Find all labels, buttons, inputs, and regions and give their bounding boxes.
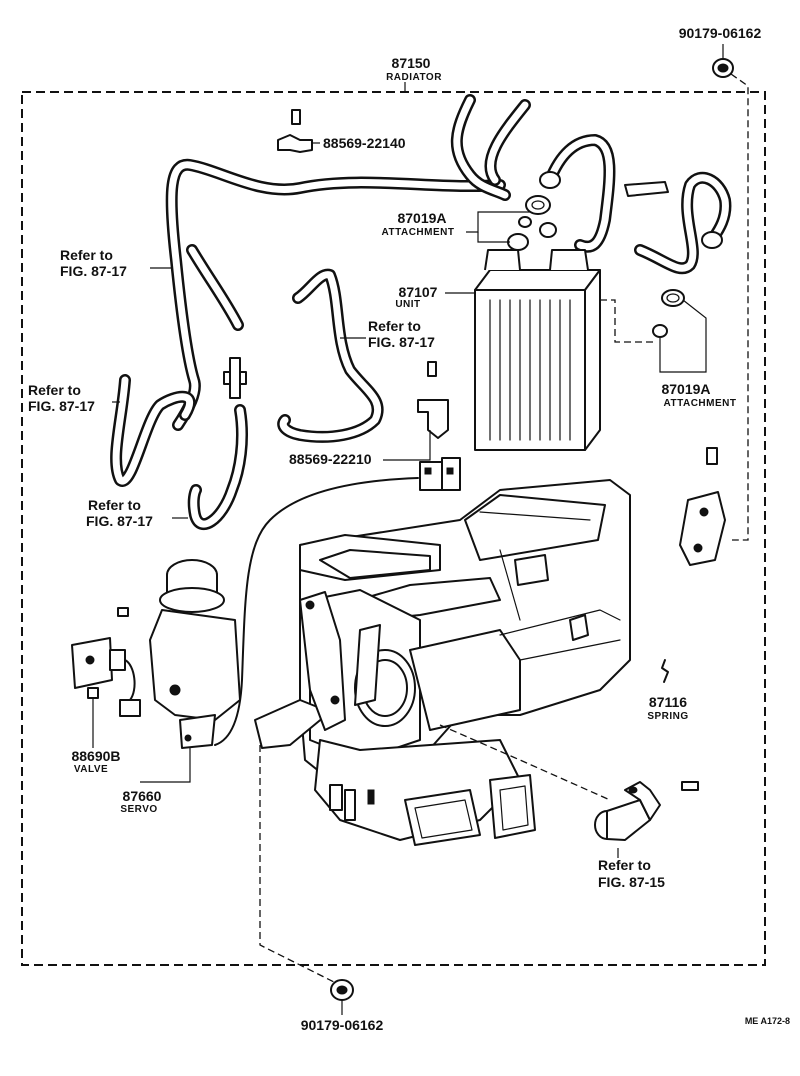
label-clamp-mid: 88569-22210 <box>289 451 372 467</box>
small-bolts <box>117 447 718 791</box>
label-clamp-top: 88569-22140 <box>323 135 406 151</box>
heater-case <box>254 479 631 846</box>
radiator-hoses-right <box>539 134 732 275</box>
clamp-top <box>277 109 320 153</box>
ref-1-line2: FIG. 87-17 <box>60 263 127 279</box>
label-bolt-bottom: 90179-06162 <box>301 1017 384 1033</box>
servo-number: 87660 <box>123 788 162 804</box>
t-fitting <box>223 357 247 399</box>
label-servo: 87660 SERVO <box>120 788 161 815</box>
valve-name: VALVE <box>74 764 108 775</box>
ref-5-line2: FIG. 87-15 <box>598 874 665 890</box>
linkage-arm <box>299 591 381 731</box>
ref-2-line2: FIG. 87-17 <box>368 334 435 350</box>
reference-note-3: Refer to FIG. 87-17 <box>28 382 120 414</box>
servo-valve-leaders <box>92 698 191 783</box>
ref-4-line2: FIG. 87-17 <box>86 513 153 529</box>
valve-number: 88690B <box>71 748 120 764</box>
center-hose <box>277 268 384 443</box>
bolt-top <box>712 44 749 541</box>
radiator-assembly-frame <box>21 82 766 966</box>
reference-note-5: Refer to FIG. 87-15 <box>598 848 665 890</box>
radiator-number: 87150 <box>392 55 431 71</box>
mount-bracket-right <box>679 491 726 566</box>
heater-core-unit <box>445 249 655 451</box>
bolt-bottom-number: 90179-06162 <box>301 1017 384 1033</box>
label-attachment-right: 87019A ATTACHMENT <box>661 381 736 409</box>
attachment-right-number: 87019A <box>661 381 710 397</box>
spring-name: SPRING <box>647 711 688 722</box>
ref-3-line1: Refer to <box>28 382 81 398</box>
label-bolt-top: 90179-06162 <box>679 25 762 41</box>
heater-hose-assembly <box>165 94 531 431</box>
figure-code: ME A172-8 <box>745 1016 790 1026</box>
reference-note-4: Refer to FIG. 87-17 <box>86 497 188 529</box>
spring <box>661 659 669 683</box>
hose-clamp-right <box>624 181 669 197</box>
clamp-mid-number: 88569-22210 <box>289 451 372 467</box>
unit-name: UNIT <box>395 299 420 310</box>
valve-assembly <box>71 637 141 717</box>
servo-name: SERVO <box>120 804 157 815</box>
ref-4-line1: Refer to <box>88 497 141 513</box>
ref-3-line2: FIG. 87-17 <box>28 398 95 414</box>
ref-5-line1: Refer to <box>598 857 651 873</box>
clamp-mid <box>383 361 449 461</box>
ref-2-line1: Refer to <box>368 318 421 334</box>
label-spring: 87116 SPRING <box>647 694 688 722</box>
spring-number: 87116 <box>649 694 687 710</box>
reference-note-2: Refer to FIG. 87-17 <box>340 318 435 350</box>
bolt-bottom <box>330 979 354 1015</box>
water-control-valve <box>594 781 661 841</box>
radiator-name: RADIATOR <box>386 72 442 83</box>
attachment-rings-right <box>652 289 707 373</box>
ref-1-line1: Refer to <box>60 247 113 263</box>
left-lower-hose <box>110 374 248 530</box>
attachment-left-name: ATTACHMENT <box>382 227 455 238</box>
label-valve: 88690B VALVE <box>71 748 120 775</box>
clamp-top-number: 88569-22140 <box>323 135 406 151</box>
label-attachment-left: 87019A ATTACHMENT <box>382 210 455 238</box>
leader-bottom-bolt <box>259 745 341 986</box>
wire-harness <box>214 457 461 746</box>
attachment-rings-left <box>466 195 557 251</box>
attachment-right-name: ATTACHMENT <box>664 398 737 409</box>
unit-number: 87107 <box>399 284 438 300</box>
attachment-left-number: 87019A <box>397 210 446 226</box>
label-unit: 87107 UNIT <box>395 284 437 310</box>
bolt-top-number: 90179-06162 <box>679 25 762 41</box>
label-radiator: 87150 RADIATOR <box>386 55 442 83</box>
servo-assembly <box>149 559 241 749</box>
reference-note-1: Refer to FIG. 87-17 <box>60 247 172 279</box>
